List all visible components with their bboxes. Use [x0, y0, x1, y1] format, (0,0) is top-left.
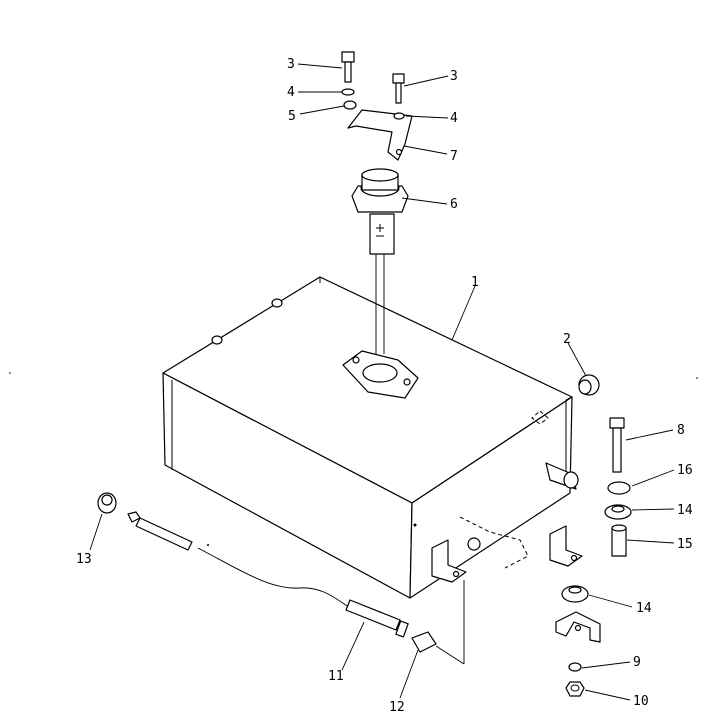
callout-6: 6	[450, 197, 458, 212]
mount-bolt	[609, 417, 625, 473]
drain-hose	[127, 511, 409, 638]
callout-5: 5	[288, 109, 296, 124]
bolt-right	[392, 73, 405, 104]
washer-left	[343, 100, 357, 110]
scan-specks	[9, 372, 698, 546]
nut	[565, 681, 585, 697]
callout-4-right: 4	[450, 111, 458, 126]
callout-3-left: 3	[287, 57, 295, 72]
callout-8: 8	[677, 423, 685, 438]
collar	[611, 524, 627, 557]
spring-washer-9	[568, 662, 582, 672]
callout-10: 10	[633, 694, 649, 709]
callout-14-upper: 14	[677, 503, 693, 518]
washer-right	[393, 112, 405, 120]
fuel-tank	[162, 276, 583, 599]
callout-15: 15	[677, 537, 693, 552]
bolt-left	[341, 51, 355, 83]
lower-bracket	[555, 611, 601, 643]
callout-16: 16	[677, 463, 693, 478]
plug	[578, 374, 600, 396]
spring-washer-left	[341, 88, 355, 96]
callout-labels: 1 2 3 3 4 4 5 6 7 8 9 10 11 12 13 14 14 …	[76, 57, 693, 714]
cap-13	[97, 492, 117, 514]
callout-2: 2	[563, 332, 571, 347]
callout-3-right: 3	[450, 69, 458, 84]
callout-14-lower: 14	[636, 601, 652, 616]
filler-cap-assembly	[351, 168, 409, 354]
callout-7: 7	[450, 149, 458, 164]
callout-4-left: 4	[287, 85, 295, 100]
top-bracket	[347, 109, 413, 161]
leader-lines	[89, 63, 675, 701]
cushion-lower	[561, 585, 589, 603]
cushion-upper	[604, 504, 632, 520]
callout-1: 1	[471, 275, 479, 290]
elbow-fitting	[411, 580, 465, 665]
callout-12: 12	[389, 700, 405, 714]
callout-9: 9	[633, 655, 641, 670]
callout-11: 11	[328, 669, 344, 684]
callout-13: 13	[76, 552, 92, 567]
washer-16	[607, 481, 631, 495]
